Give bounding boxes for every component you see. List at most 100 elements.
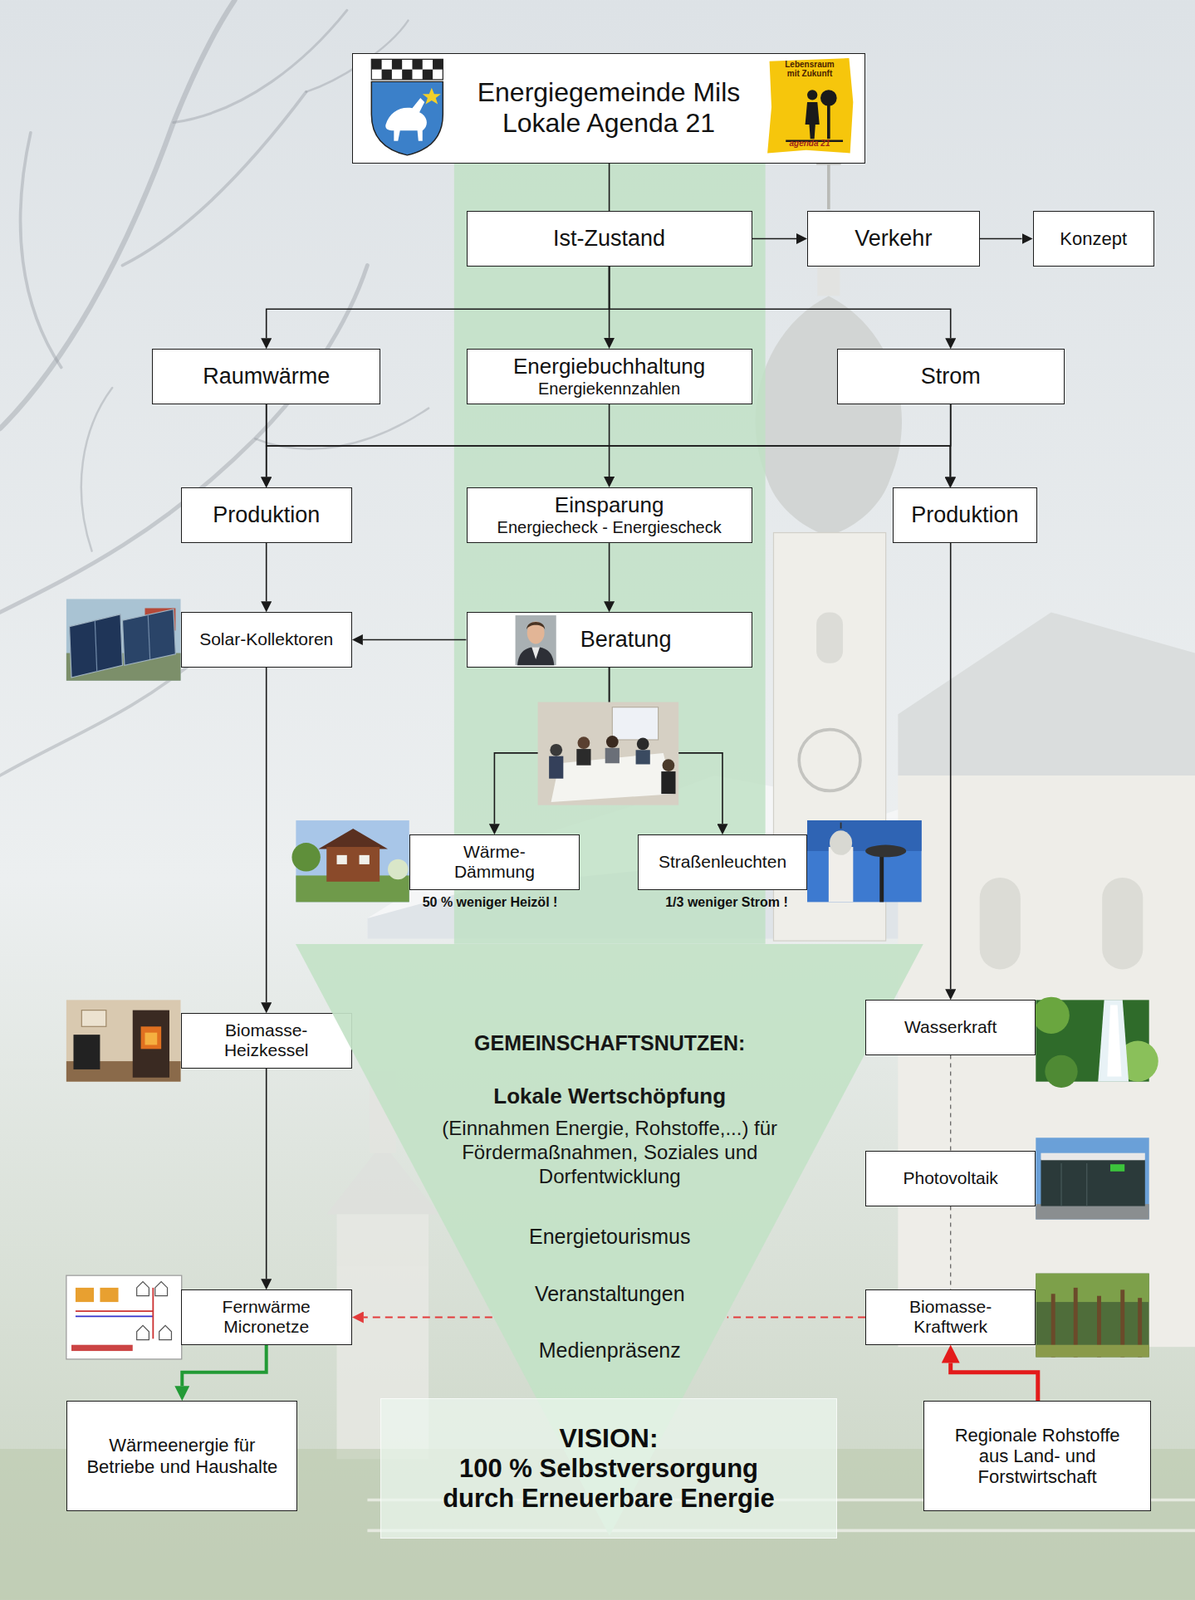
- box-label: Strom: [920, 363, 981, 390]
- box-label: Raumwärme: [202, 363, 330, 390]
- advice-box: Beratung: [466, 612, 753, 667]
- hydropower-photo-part: [1097, 999, 1129, 1082]
- agenda-logo: [767, 58, 853, 153]
- coat-of-arms-part: [371, 58, 382, 69]
- coat-of-arms-part: [432, 58, 443, 69]
- hydropower-photo-part: [1033, 997, 1070, 1034]
- photovoltaic-photo-part: [1040, 1159, 1145, 1207]
- process-box: Verkehr: [807, 210, 980, 266]
- box-label: Wärme- Dämmung: [448, 842, 540, 882]
- insulation-photo: [291, 820, 409, 902]
- meeting-photo-part: [576, 749, 591, 766]
- box-label: Energiebuchhaltung: [513, 354, 706, 380]
- streetlamp-photo: [807, 820, 922, 902]
- label-slot: 50 % weniger Heizöl !: [390, 895, 590, 911]
- stove-photo-part: [66, 999, 182, 1082]
- advice-box-fill: [466, 612, 753, 667]
- logo-text: Lebensraum mit Zukunft: [783, 59, 836, 79]
- process-box: EinsparungEnergiecheck - Energiescheck: [466, 487, 753, 544]
- insulation-photo-part: [359, 855, 370, 865]
- solar-photo: [66, 598, 182, 681]
- meeting-photo-part: [661, 771, 676, 794]
- meeting-photo: [538, 702, 680, 806]
- box-label: Solar-Kollektoren: [199, 629, 334, 650]
- hydropower-photo: [1033, 997, 1159, 1088]
- connector-arrow: [265, 543, 268, 603]
- stove-photo-part: [132, 1010, 170, 1078]
- logo-text: agenda 21: [776, 138, 843, 149]
- measure-box: Photovoltaik: [865, 1150, 1036, 1206]
- solar-photo-part: [122, 609, 176, 667]
- dashed-connector: [363, 1317, 493, 1319]
- dashed-connector: [950, 1055, 951, 1152]
- connector-arrow: [265, 667, 268, 1004]
- label-slot: agenda 21: [776, 138, 843, 149]
- box-label: Einsparung: [554, 493, 665, 519]
- solar-photo-part: [94, 620, 97, 671]
- district-heating-schematic-part: [75, 1288, 94, 1303]
- connector-arrow: [950, 1363, 1039, 1402]
- measure-box: Wärme- Dämmung: [409, 834, 580, 890]
- advisor-portrait-part: [526, 621, 545, 630]
- label-slot: 1/3 weniger Strom !: [626, 895, 827, 911]
- tree-branches-part: [0, 653, 205, 776]
- benefit-item: Energietourismus: [295, 1224, 924, 1249]
- district-heating-schematic-part: [99, 1288, 118, 1303]
- box-subtitle: Energiekennzahlen: [538, 379, 681, 399]
- church-nave-part: [897, 612, 1195, 776]
- meeting-photo-part: [662, 759, 676, 772]
- connector-arrow: [266, 266, 610, 339]
- text-slot: Energietourismus: [295, 1224, 924, 1249]
- district-heating-schematic-part: [137, 1282, 172, 1341]
- benefit-item: Medienpräsenz: [295, 1337, 924, 1363]
- photovoltaic-photo-part: [1035, 1137, 1149, 1220]
- box-label: VISION:: [558, 1423, 658, 1455]
- box-label: Produktion: [212, 502, 320, 529]
- district-heating-schematic-part: [66, 1275, 182, 1360]
- connector-arrow: [752, 238, 797, 240]
- meeting-photo-part: [636, 738, 650, 751]
- meeting-photo-part: [577, 736, 591, 750]
- meeting-photo-part: [548, 756, 564, 779]
- insulation-photo-part: [291, 842, 320, 872]
- coat-of-arms-part: [391, 58, 402, 69]
- forest-photo-part: [1035, 1345, 1149, 1358]
- photovoltaic-photo-part: [1035, 1204, 1149, 1220]
- coat-of-arms-part: [371, 81, 443, 155]
- process-box: Produktion: [181, 487, 353, 543]
- label-slot: Lebensraum mit Zukunft: [783, 59, 836, 79]
- streetlamp-photo-part: [807, 820, 922, 852]
- coat-of-arms-part: [411, 58, 422, 69]
- advisor-portrait-part: [515, 615, 557, 666]
- streetlamp-photo-part: [879, 855, 884, 903]
- benefit-item: (Einnahmen Energie, Rohstoffe,...) für F…: [426, 1116, 793, 1189]
- agenda-logo-part: [767, 58, 853, 153]
- streetlamp-photo-part: [840, 822, 843, 829]
- vision-box: VISION:100 % Selbstversorgung durch Erne…: [380, 1398, 837, 1540]
- coat-of-arms-part: [401, 69, 412, 80]
- measure-box: Biomasse- Heizkessel: [181, 1013, 353, 1068]
- coat-of-arms-part: [422, 88, 441, 105]
- connector-arrow: [266, 404, 951, 478]
- district-heating-schematic-part: [75, 1315, 153, 1318]
- saving-note: 50 % weniger Heizöl !: [390, 895, 590, 911]
- insulation-photo-part: [318, 828, 388, 850]
- text-slot: Veranstaltungen: [295, 1281, 924, 1307]
- district-heating-schematic-part: [151, 1288, 154, 1339]
- church-tower-part: [798, 729, 861, 792]
- connector-arrow: [609, 266, 951, 339]
- measure-box: Fernwärme Micronetze: [181, 1289, 353, 1345]
- photovoltaic-photo-part: [1060, 1163, 1062, 1207]
- tree-branches-part: [173, 9, 348, 123]
- church-nave-part: [897, 775, 1195, 1347]
- hydropower-photo-part: [1044, 1055, 1078, 1088]
- category-box: Strom: [837, 348, 1065, 404]
- agenda-logo-part: [827, 102, 831, 139]
- meeting-photo-part: [636, 749, 651, 765]
- insulation-photo-part: [326, 847, 380, 882]
- advisor-portrait-part: [527, 621, 545, 644]
- saving-note: 1/3 weniger Strom !: [626, 895, 827, 911]
- measure-box: Straßenleuchten: [637, 834, 808, 890]
